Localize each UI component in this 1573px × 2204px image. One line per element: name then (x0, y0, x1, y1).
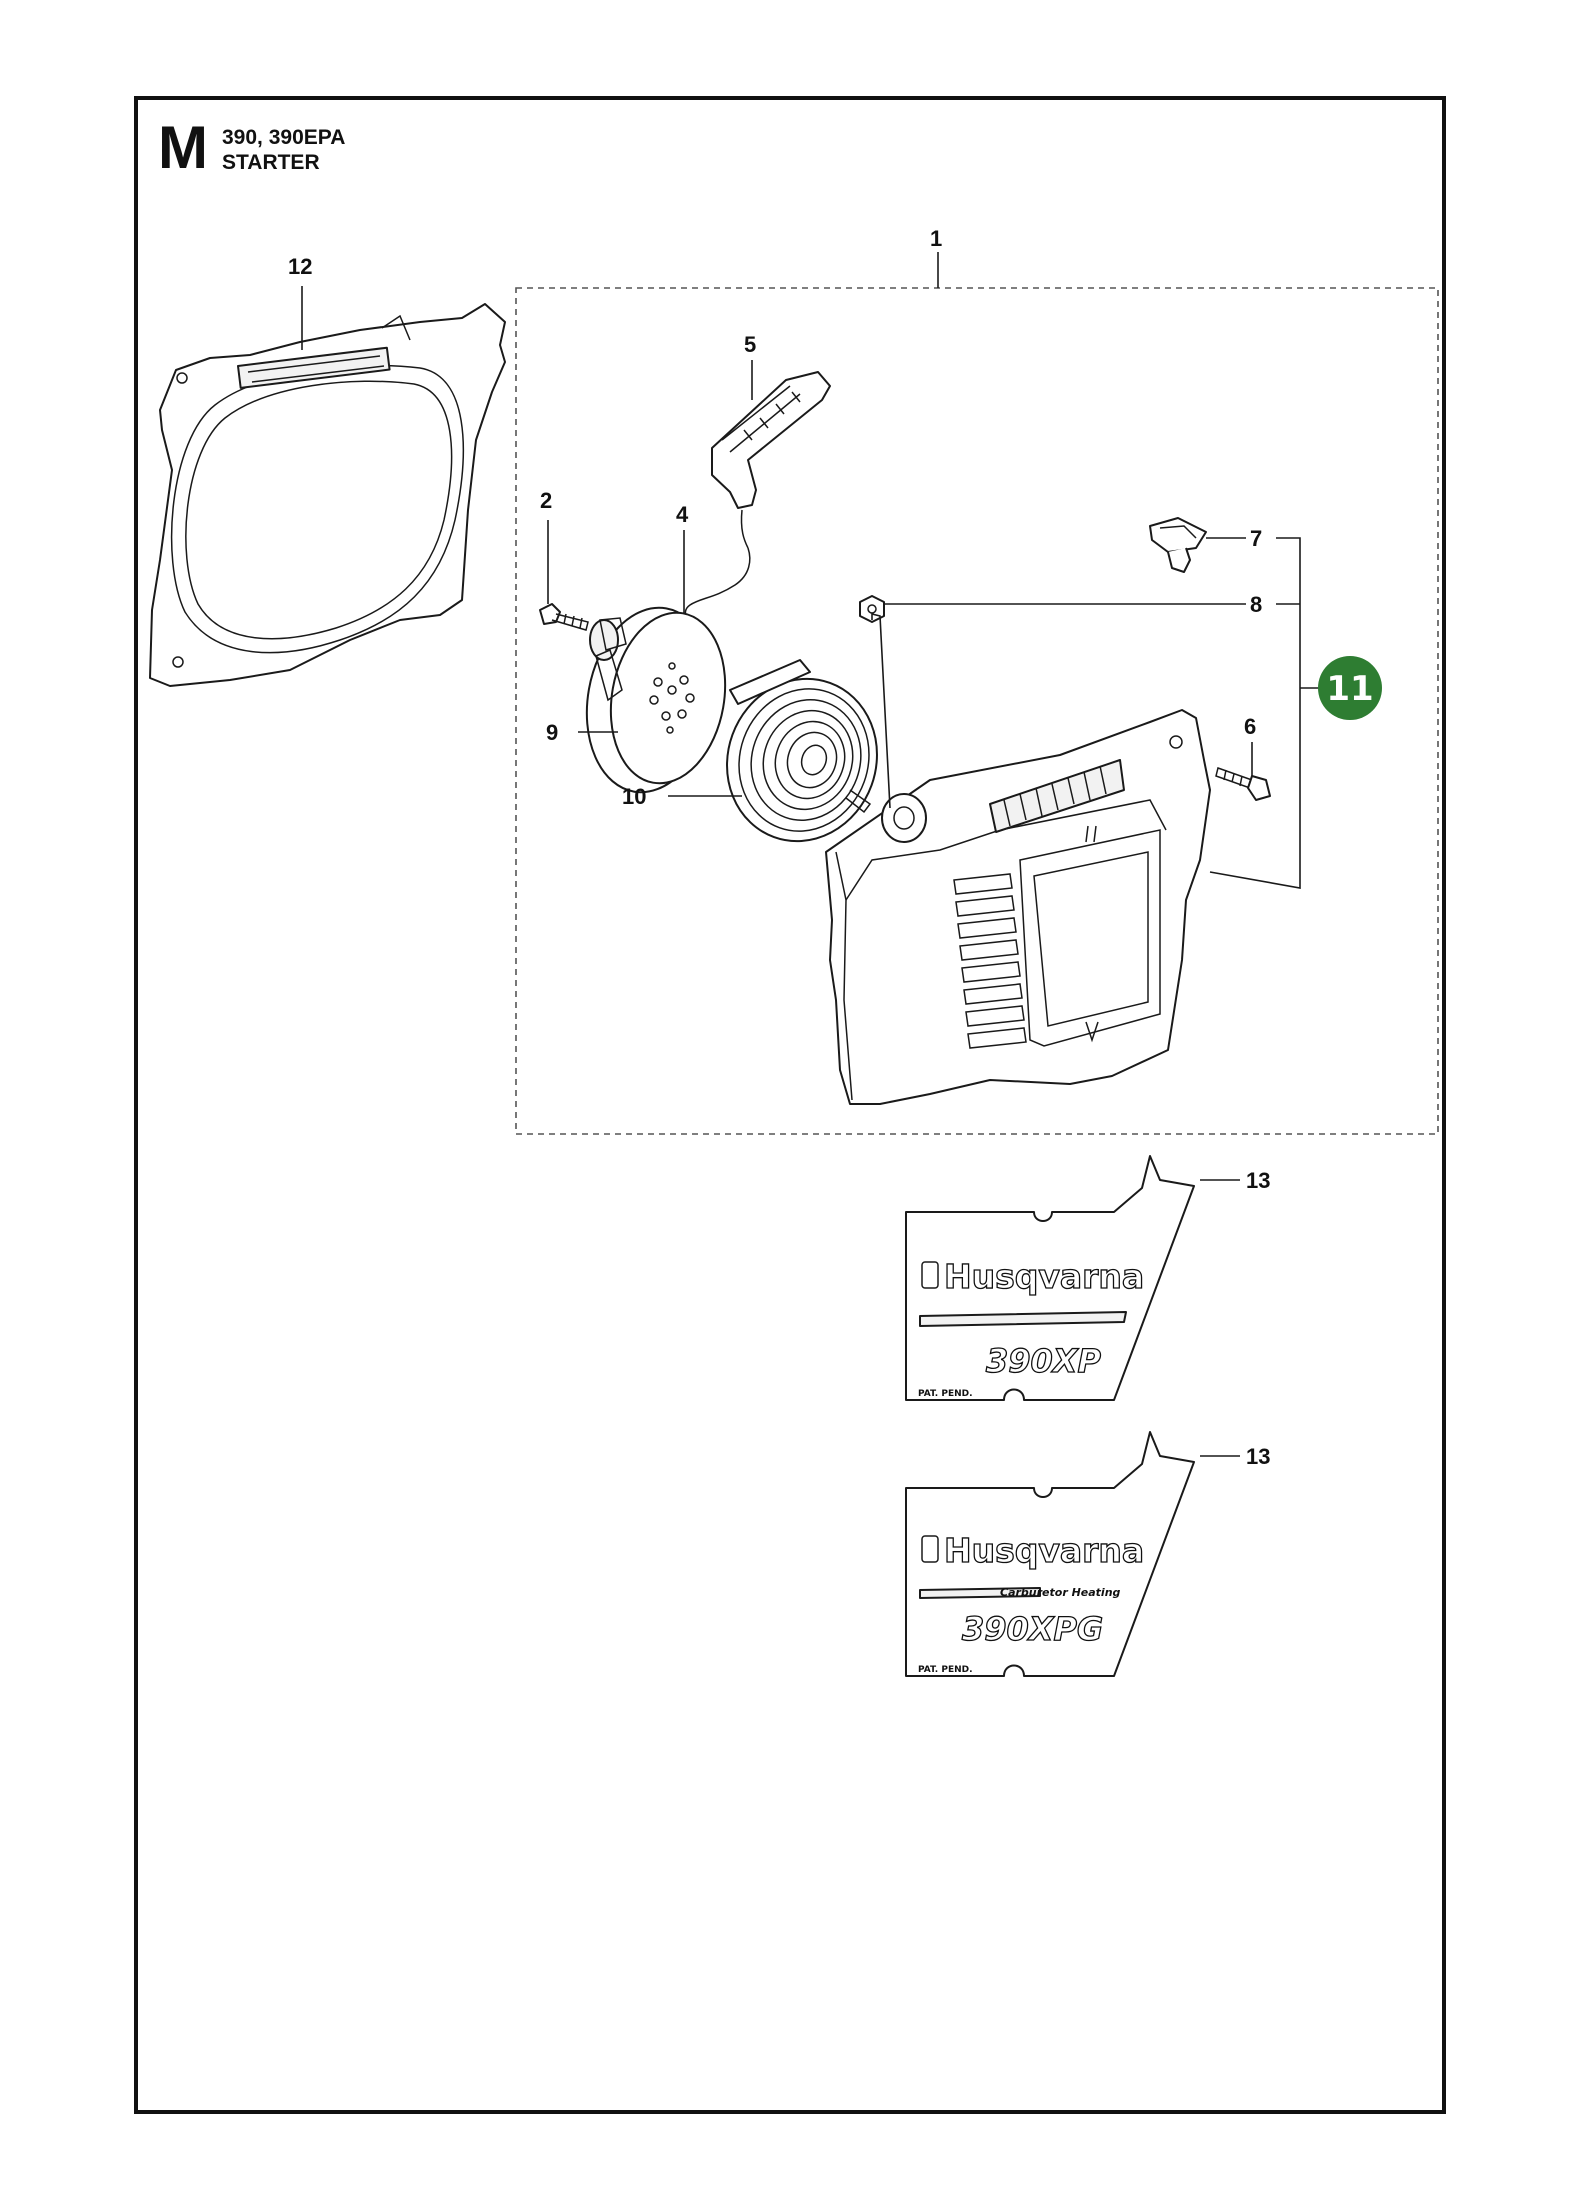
page-title: STARTER (222, 151, 320, 174)
highlight-badge-label: 11 (1326, 669, 1373, 709)
part-12-fan-housing (149, 303, 506, 687)
decal-2-subtitle: Carburetor Heating (1000, 1586, 1121, 1599)
callout-9: 9 (546, 720, 558, 745)
callout-5: 5 (744, 332, 756, 357)
part-7-grommet (1149, 517, 1207, 573)
decal-2-brand: Husqvarna (944, 1531, 1144, 1570)
callout-1: 1 (930, 226, 942, 251)
highlight-badge (1318, 656, 1382, 720)
callout-6: 6 (1244, 714, 1256, 739)
callout-10: 10 (622, 784, 646, 809)
callout-13-a: 13 (1246, 1168, 1270, 1193)
part-2-screw (539, 603, 589, 631)
part-10-recoil-spring (726, 659, 878, 843)
decal-1-brand: Husqvarna (944, 1257, 1144, 1296)
callout-12: 12 (288, 254, 312, 279)
assembly-group-box (515, 287, 1439, 1135)
leader-11-bracket (1209, 537, 1320, 889)
callout-13-b: 13 (1246, 1444, 1270, 1469)
callout-2: 2 (540, 488, 552, 513)
decal-390xp: Husqvarna 390XP PAT. PEND. (905, 1155, 1195, 1401)
section-letter: M (158, 114, 208, 181)
starter-housing (825, 709, 1211, 1105)
decal-390xpg: Husqvarna Carburetor Heating 390XPG PAT.… (905, 1431, 1195, 1677)
decal-2-model: 390XPG (962, 1610, 1103, 1648)
callout-8: 8 (1250, 592, 1262, 617)
part-6-screw (1215, 767, 1271, 801)
callout-4: 4 (676, 502, 689, 527)
page-frame (134, 96, 1446, 2114)
part-9-pulley (585, 606, 727, 794)
part-5-starter-handle (711, 371, 831, 549)
decal-2-footnote: PAT. PEND. (918, 1665, 973, 1675)
leader-8-b (871, 612, 891, 809)
decal-1-footnote: PAT. PEND. (918, 1389, 973, 1399)
model-list: 390, 390EPA (222, 126, 346, 149)
callout-7: 7 (1250, 526, 1262, 551)
decal-1-model: 390XP (986, 1342, 1101, 1380)
